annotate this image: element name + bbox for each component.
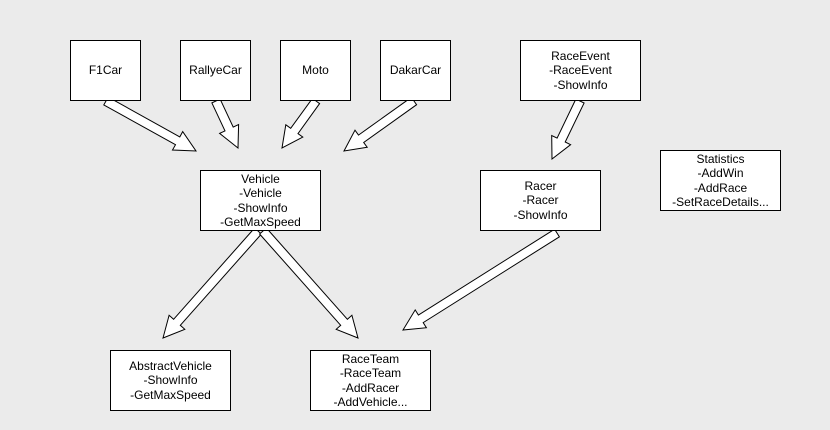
abstractvehicle-line-2: -GetMaxSpeed [130, 387, 211, 402]
raceevent-line-0: RaceEvent [551, 48, 610, 63]
abstractvehicle-box[interactable]: AbstractVehicle-ShowInfo-GetMaxSpeed [110, 350, 231, 411]
raceteam-line-3: -AddVehicle... [333, 395, 408, 409]
racer-line-2: -ShowInfo [513, 207, 568, 222]
rallyecar-box[interactable]: RallyeCar [180, 40, 251, 101]
vehicle-line-3: -GetMaxSpeed [220, 215, 301, 229]
statistics-box[interactable]: Statistics-AddWin-AddRace-SetRaceDetails… [660, 150, 781, 211]
abstractvehicle-line-1: -ShowInfo [143, 373, 198, 388]
raceevent-line-1: -RaceEvent [549, 63, 612, 78]
f1car-line-0: F1Car [88, 63, 123, 78]
arrow-layer [103, 96, 585, 339]
dakarcar-box[interactable]: DakarCar [380, 40, 451, 101]
raceteam-line-1: -RaceTeam [339, 366, 402, 380]
rallyecar-line-0: RallyeCar [189, 63, 242, 78]
racer-to-raceteam-arrow [402, 228, 561, 331]
raceevent-to-racer-arrow [551, 98, 585, 161]
f1car-box[interactable]: F1Car [70, 40, 141, 101]
f1car-to-vehicle-arrow [103, 96, 197, 152]
racer-line-1: -Racer [522, 193, 559, 208]
dakarcar-line-0: DakarCar [389, 63, 442, 78]
abstractvehicle-line-0: AbstractVehicle [129, 358, 212, 373]
dakarcar-to-vehicle-arrow [343, 96, 418, 152]
raceteam-box[interactable]: RaceTeam-RaceTeam-AddRacer-AddVehicle... [310, 350, 431, 411]
racer-box[interactable]: Racer-Racer-ShowInfo [480, 170, 601, 231]
vehicle-to-abstractvehicle-arrow [162, 227, 263, 339]
moto-line-0: Moto [302, 63, 329, 78]
raceteam-line-2: -AddRacer [341, 380, 400, 395]
vehicle-to-raceteam-arrow [258, 227, 359, 339]
moto-to-vehicle-arrow [281, 97, 321, 149]
vehicle-line-0: Vehicle [241, 171, 280, 186]
raceevent-line-2: -ShowInfo [553, 77, 608, 92]
statistics-line-0: Statistics [696, 151, 745, 166]
vehicle-line-2: -ShowInfo [233, 200, 288, 215]
rallyecar-to-vehicle-arrow [211, 98, 240, 150]
statistics-line-1: -AddWin [697, 166, 744, 180]
statistics-line-2: -AddRace [693, 180, 748, 195]
raceevent-box[interactable]: RaceEvent-RaceEvent-ShowInfo [520, 40, 641, 101]
raceteam-line-0: RaceTeam [341, 351, 400, 366]
moto-box[interactable]: Moto [280, 40, 351, 101]
racer-line-0: Racer [524, 178, 557, 193]
vehicle-box[interactable]: Vehicle-Vehicle-ShowInfo-GetMaxSpeed [200, 170, 321, 231]
statistics-line-3: -SetRaceDetails... [672, 195, 769, 209]
vehicle-line-1: -Vehicle [239, 186, 282, 200]
